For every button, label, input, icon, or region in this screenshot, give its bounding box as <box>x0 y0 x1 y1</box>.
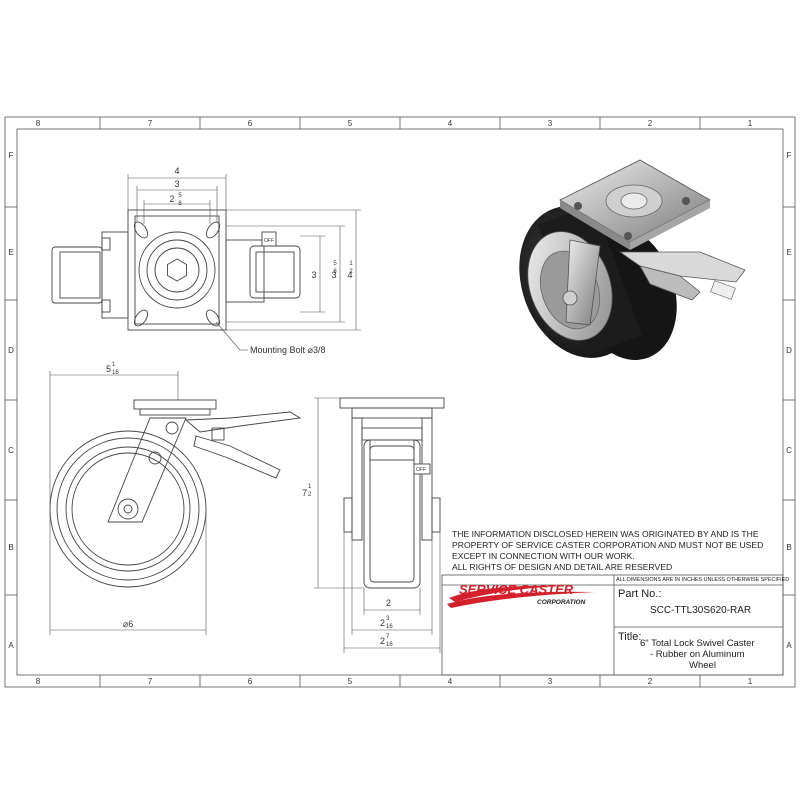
col-top-8: 8 <box>36 119 41 128</box>
dim-offset-num: 1 <box>112 362 116 368</box>
notice-line-4: ALL RIGHTS OF DESIGN AND DETAIL ARE RESE… <box>452 562 673 572</box>
side-view <box>49 371 302 635</box>
logo-sub-text: CORPORATION <box>537 599 586 606</box>
row-right-A: A <box>786 641 792 650</box>
title-line-1: 6" Total Lock Swivel Caster <box>640 638 755 649</box>
dim-plate-width: 4 <box>174 166 179 176</box>
title-block-lines <box>441 574 784 676</box>
front-view <box>314 397 445 653</box>
dim-bolt-den: 8 <box>178 201 182 207</box>
front-view-dims: 7 1 2 2 2 3 16 2 7 16 OFF <box>302 467 426 648</box>
col-bot-5: 5 <box>348 677 353 686</box>
row-left-E: E <box>8 248 13 257</box>
dim-height-inner: 3 <box>311 270 316 280</box>
col-bot-1: 1 <box>748 677 753 686</box>
dim-hub-den: 16 <box>386 624 393 630</box>
dim-wheel-diameter: ⌀6 <box>123 619 133 629</box>
row-right-E: E <box>786 248 791 257</box>
notice-line-2: PROPERTY OF SERVICE CASTER CORPORATION A… <box>452 540 764 550</box>
company-logo: SERVICE CASTER CORPORATION <box>447 582 595 608</box>
side-view-dims: 5 1 16 ⌀6 <box>106 362 133 629</box>
dim-offset-whole: 5 <box>106 364 111 374</box>
isometric-caster <box>519 159 746 360</box>
dim-overall-whole: 2 <box>380 636 385 646</box>
col-top-6: 6 <box>248 119 253 128</box>
dim-hole-spacing: 3 <box>174 179 179 189</box>
col-top-5: 5 <box>348 119 353 128</box>
dim-height-whole: 7 <box>302 488 307 498</box>
confidentiality-notice: THE INFORMATION DISCLOSED HEREIN WAS ORI… <box>452 529 772 573</box>
dims-note: ALL DIMENSIONS ARE IN INCHES UNLESS OTHE… <box>616 577 790 583</box>
dim-overall-den: 16 <box>386 642 393 648</box>
dim-bolt-num: 5 <box>178 193 182 199</box>
dim-hub-whole: 2 <box>380 618 385 628</box>
part-no-label: Part No.: <box>618 588 662 600</box>
row-right-B: B <box>786 543 791 552</box>
dim-height-mid-num: 5 <box>333 261 337 267</box>
top-view-dims: 4 3 2 5 8 3 3 5 8 4 1 2 Mounting Bolt ⌀3… <box>169 166 353 355</box>
title-line-3: Wheel <box>689 660 716 671</box>
col-top-3: 3 <box>548 119 553 128</box>
dim-tread-width: 2 <box>386 598 391 608</box>
notice-line-3: EXCEPT IN CONNECTION WITH OUR WORK. <box>452 551 635 561</box>
col-bot-8: 8 <box>36 677 41 686</box>
top-lock-tag: OFF <box>264 238 274 244</box>
row-right-D: D <box>786 346 792 355</box>
dim-hub-num: 3 <box>386 616 390 622</box>
dim-height-num: 1 <box>308 484 312 490</box>
row-left-F: F <box>9 151 14 160</box>
col-top-2: 2 <box>648 119 653 128</box>
col-bot-2: 2 <box>648 677 653 686</box>
front-lock-tag: OFF <box>416 467 426 473</box>
title-line-2: - Rubber on Aluminum <box>650 649 745 660</box>
zone-labels: 8 7 6 5 4 3 2 1 8 7 6 5 4 3 2 1 F E D C … <box>8 119 792 686</box>
row-right-C: C <box>786 446 792 455</box>
col-top-4: 4 <box>448 119 453 128</box>
dim-height-mid-whole: 3 <box>331 270 336 280</box>
title-label: Title: <box>618 631 642 643</box>
notice-line-1: THE INFORMATION DISCLOSED HEREIN WAS ORI… <box>452 529 759 539</box>
dim-height-outer-whole: 4 <box>347 270 352 280</box>
col-bot-4: 4 <box>448 677 453 686</box>
frame <box>4 116 796 688</box>
col-bot-6: 6 <box>248 677 253 686</box>
row-left-A: A <box>8 641 14 650</box>
dim-height-outer-num: 1 <box>349 261 353 267</box>
mounting-bolt-callout: Mounting Bolt ⌀3/8 <box>250 345 325 355</box>
row-left-C: C <box>8 446 14 455</box>
row-left-B: B <box>8 543 13 552</box>
logo-main-text: SERVICE CASTER <box>459 582 574 597</box>
col-top-1: 1 <box>748 119 753 128</box>
col-bot-3: 3 <box>548 677 553 686</box>
dim-height-outer-den: 2 <box>349 269 353 275</box>
row-left-D: D <box>8 346 14 355</box>
dim-height-den: 2 <box>308 492 312 498</box>
dim-bolt-whole: 2 <box>169 194 174 204</box>
row-right-F: F <box>787 151 792 160</box>
part-no-value: SCC-TTL30S620-RAR <box>650 605 752 616</box>
top-view <box>51 174 361 351</box>
col-bot-7: 7 <box>148 677 153 686</box>
dim-offset-den: 16 <box>112 370 119 376</box>
col-top-7: 7 <box>148 119 153 128</box>
dim-height-mid-den: 8 <box>333 269 337 275</box>
dim-overall-num: 7 <box>386 634 390 640</box>
